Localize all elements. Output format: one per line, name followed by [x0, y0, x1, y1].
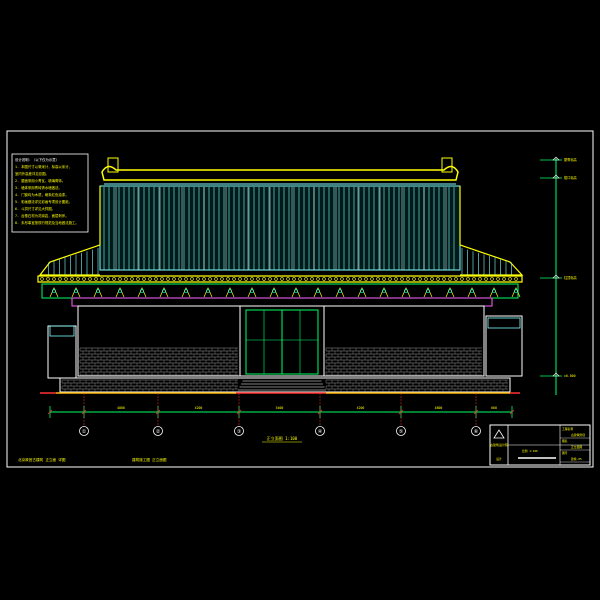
design-note-line: 1. 本图尺寸以毫米计，标高以米计， — [15, 164, 72, 169]
roof-hip-left — [38, 186, 101, 276]
elevation-title: 正立面图 1:100 — [267, 435, 298, 441]
wall-left — [77, 305, 241, 377]
main-roof — [37, 157, 524, 299]
stone-platform — [59, 377, 511, 393]
roof-ridge — [101, 165, 459, 181]
elevation-mark-label: 屋脊标高 — [564, 157, 577, 162]
side-annex-left — [47, 325, 77, 379]
dimension-label: 4800 — [117, 406, 125, 410]
eave-tile-ends — [40, 277, 518, 281]
ridge-ornament-left — [107, 157, 119, 173]
axis-label: ⑥ — [474, 429, 479, 435]
title-block-row: 古建筑修缮 — [571, 433, 585, 437]
design-note-line: 5. 彩画做法详见彩画专项设计图纸。 — [15, 199, 72, 204]
design-note-line: 8. 未尽事宜按现行规范及当地做法施工。 — [15, 220, 79, 225]
axis-bubble — [396, 426, 406, 436]
eave-line — [37, 275, 523, 283]
title-block-row: 图名 — [562, 439, 568, 443]
design-note-line: 4. 门窗均为木质，刷朱红色油漆。 — [15, 192, 69, 197]
title-block-company: 古建筑设计院 — [490, 442, 508, 447]
dimension-chain: 4800 4200 5400 4200 4800 600 — [47, 406, 515, 418]
title-block-row: 正立面图 — [571, 445, 582, 449]
design-notes-box: 设计说明：（以下仅为示意） 1. 本图尺寸以毫米计，标高以米计， 室内外高差详见总… — [11, 153, 89, 233]
axis-label: ① — [82, 429, 87, 435]
elevation-mark-label: 柱顶标高 — [564, 275, 577, 280]
title-block-scale: 比例 1:100 — [522, 449, 538, 453]
design-note-line: 6. 斗拱尺寸详见大样图。 — [15, 206, 55, 211]
company-logo-icon — [493, 429, 505, 439]
main-beam — [71, 297, 493, 307]
dimension-label: 600 — [491, 406, 497, 410]
building-walls — [47, 305, 523, 379]
roof-hip-right — [459, 186, 524, 276]
design-note-line: 室内外高差详见总图。 — [15, 171, 49, 176]
design-note-line: 2. 屋面采用小青瓦，琉璃脊饰。 — [15, 178, 65, 183]
axis-bubble — [153, 426, 163, 436]
axis-grid-markers: ① ② ③ ④ ⑤ ⑥ — [79, 393, 481, 436]
axis-label: ④ — [318, 429, 323, 435]
axis-label: ② — [156, 429, 161, 435]
dimension-label: 4800 — [435, 406, 443, 410]
design-note-line: 3. 墙体采用青砖清水墙做法。 — [15, 185, 62, 190]
title-block-row: 建施-05 — [571, 457, 582, 461]
ridge-ornament-right — [441, 157, 453, 173]
central-door-bay — [238, 305, 326, 391]
dimension-label: 4200 — [195, 406, 203, 410]
elevation-mark-label: ±0.000 — [564, 374, 576, 378]
axis-bubble — [471, 426, 481, 436]
axis-label: ③ — [237, 429, 242, 435]
bottom-mid-note: 建筑施工图 正立面图 — [132, 457, 167, 462]
axis-bubble — [79, 426, 89, 436]
drawing-border — [6, 130, 594, 468]
front-steps — [238, 377, 326, 391]
title-block-mini-label: 设计 — [496, 457, 502, 461]
wall-right — [323, 305, 485, 377]
elevation-mark-label: 檐口标高 — [564, 175, 577, 180]
bottom-left-note: 北京故宫古建筑 正立面 详图 — [18, 457, 66, 462]
roof-tile-rows — [103, 187, 455, 270]
design-note-line: 7. 台基石材为花岗岩，面层剁斧。 — [15, 213, 69, 218]
axis-label: ⑤ — [399, 429, 404, 435]
title-block-row: 图号 — [562, 451, 568, 455]
dimension-label: 5400 — [276, 406, 284, 410]
dimension-label: 4200 — [357, 406, 365, 410]
axis-bubble — [234, 426, 244, 436]
title-block-row: 工程名称 — [562, 427, 573, 431]
axis-bubble — [315, 426, 325, 436]
design-note-line: 设计说明：（以下仅为示意） — [15, 157, 59, 162]
side-annex-right — [485, 315, 523, 377]
